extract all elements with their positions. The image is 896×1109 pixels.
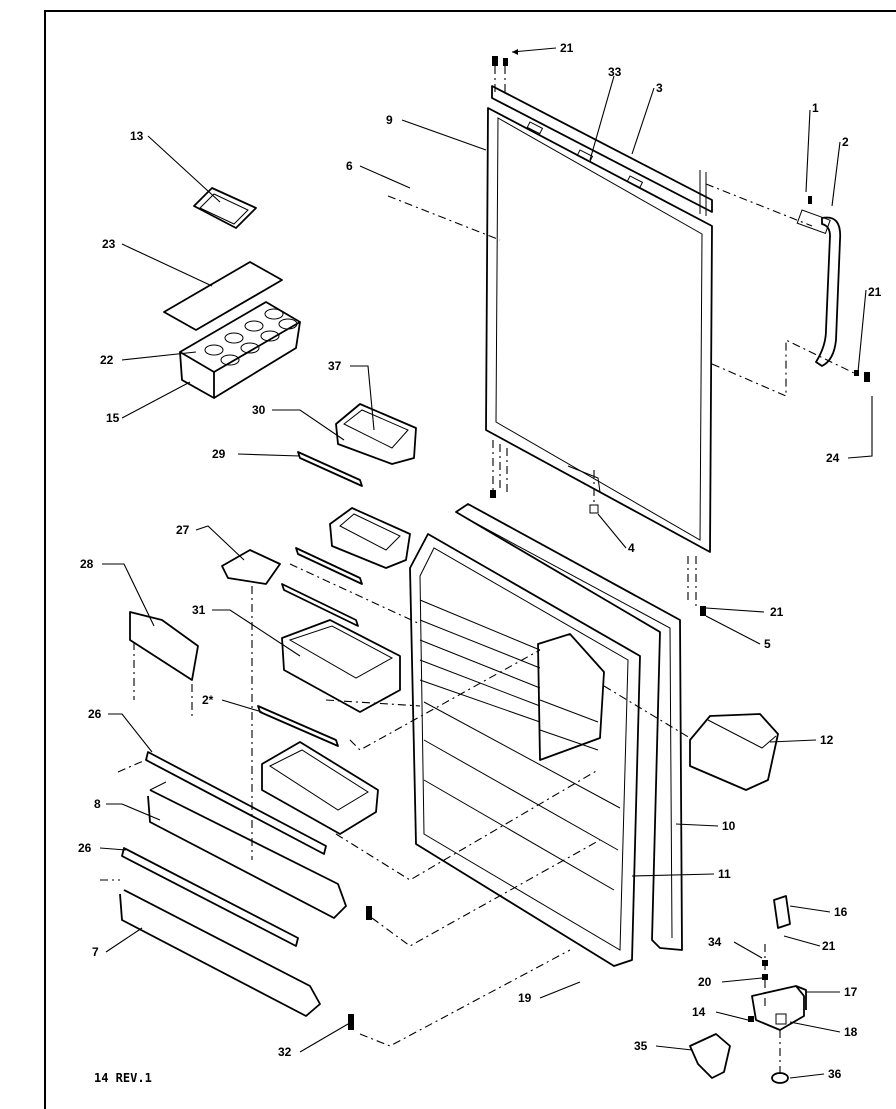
callout-2: 2 [842,135,849,149]
callout-10: 10 [722,819,736,833]
callout-35: 35 [634,1039,648,1053]
bin-bracket-upper [297,451,363,487]
callout-31: 31 [192,603,206,617]
callout-21-top: 21 [560,41,574,55]
lower-bin [329,507,411,569]
bottom-hinge-assembly [689,895,807,1084]
door-shelf-bin-upper [281,583,401,713]
callout-37: 37 [328,359,342,373]
callout-6: 6 [346,159,353,173]
callout-30: 30 [252,403,266,417]
callout-15: 15 [106,411,120,425]
callout-26-upper: 26 [88,707,102,721]
sheet-border-left [44,10,46,1109]
small-bin [221,549,281,860]
callout-27: 27 [176,523,190,537]
door-handle [705,183,870,397]
bottom-door-screws [490,440,599,514]
callout-9: 9 [386,113,393,127]
callout-13: 13 [130,129,144,143]
callout-23: 23 [102,237,116,251]
callout-32: 32 [278,1045,292,1059]
shelf-frame-bracket [129,611,199,720]
inner-door-liner [409,533,641,967]
door-shelf-bin-lower [257,705,379,835]
callout-21-bottom: 21 [822,939,836,953]
shelf-clip [348,906,372,1030]
door-shelf-lower [119,847,321,1017]
callout-19: 19 [518,991,532,1005]
butter-tray [193,187,257,229]
callout-28: 28 [80,557,94,571]
callout-12: 12 [820,733,834,747]
callout-14: 14 [692,1005,706,1019]
sheet-border-top [44,10,896,12]
callout-leaders [99,47,873,1079]
callout-29: 29 [212,447,226,461]
callout-21-right: 21 [868,285,882,299]
callout-20: 20 [698,975,712,989]
callout-24: 24 [826,451,840,465]
callout-labels: 21 33 3 9 6 1 2 21 24 13 23 22 15 37 30 … [78,41,882,1085]
callout-8: 8 [94,797,101,811]
ice-cube-tray [179,301,301,399]
door-panel [485,107,713,553]
dairy-bin [603,685,779,791]
callout-36: 36 [828,1067,842,1081]
top-screws [492,56,508,96]
callout-21-mid: 21 [770,605,784,619]
top-hinge-strip [491,85,713,216]
callout-2-star: 2* [202,693,214,707]
callout-3: 3 [656,81,663,95]
right-door-screws [687,556,706,616]
callout-22: 22 [100,353,114,367]
revision-label: 14 REV.1 [94,1071,152,1085]
assembly-guide-lines [100,195,601,1047]
bin-bracket-lower [295,547,363,585]
door-gasket [455,503,683,951]
callout-26-lower: 26 [78,841,92,855]
callout-11: 11 [718,867,731,881]
callout-17: 17 [844,985,858,999]
callout-5: 5 [764,637,771,651]
upper-bin [335,403,417,465]
callout-16: 16 [834,905,848,919]
callout-34: 34 [708,935,722,949]
callout-33: 33 [608,65,622,79]
callout-4: 4 [628,541,635,555]
callout-7: 7 [92,945,99,959]
callout-1: 1 [812,101,819,115]
ice-tray-lid [163,261,283,331]
door-shelf-upper [145,751,347,919]
callout-18: 18 [844,1025,858,1039]
